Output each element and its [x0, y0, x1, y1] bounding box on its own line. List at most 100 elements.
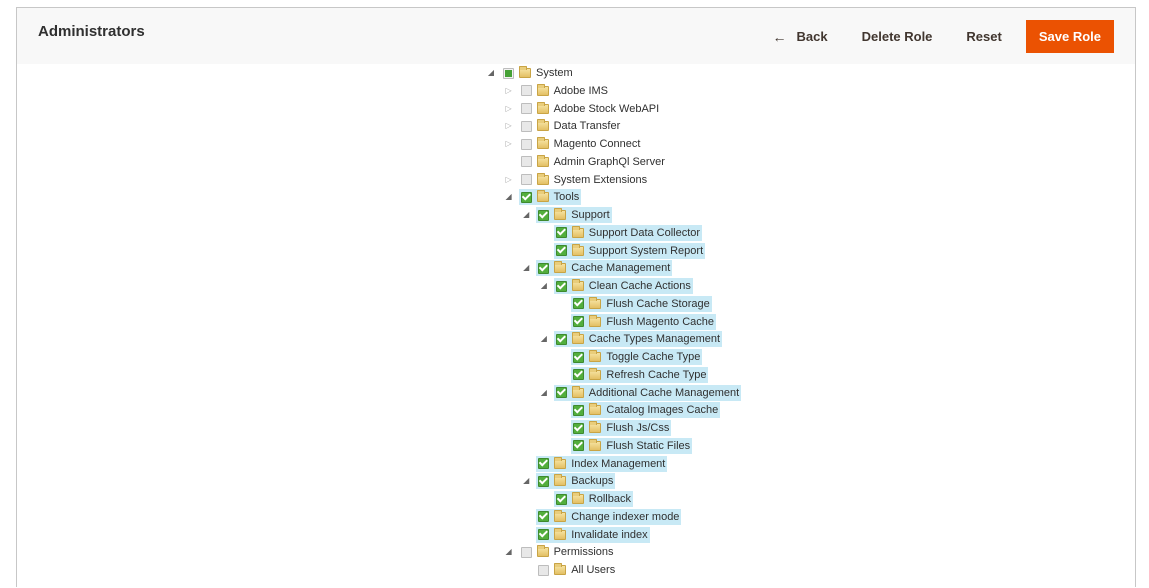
tree-node[interactable]: Flush Magento Cache [555, 313, 717, 330]
tree-checkbox[interactable] [538, 511, 550, 523]
tree-node-anchor[interactable]: System [501, 65, 575, 81]
expanded-triangle-icon[interactable]: ◢ [505, 547, 512, 557]
tree-node-anchor[interactable]: System Extensions [519, 172, 650, 188]
tree-node-anchor[interactable]: Invalidate index [536, 526, 650, 543]
tree-checkbox[interactable] [538, 458, 550, 469]
tree-node[interactable]: Support Data Collector [538, 224, 703, 241]
tree-node[interactable]: All Users [520, 562, 617, 578]
tree-node[interactable]: Flush Cache Storage [555, 295, 712, 312]
expanded-triangle-icon[interactable]: ◢ [523, 263, 530, 273]
tree-checkbox[interactable] [573, 351, 585, 363]
tree-checkbox[interactable] [573, 404, 585, 416]
expanded-triangle-icon[interactable]: ◢ [540, 281, 547, 290]
tree-node[interactable]: Invalidate index [520, 526, 650, 543]
tree-node[interactable]: ◢ Backups [520, 473, 616, 490]
tree-node-anchor[interactable]: Cache Types Management [553, 331, 723, 348]
tree-node-anchor[interactable]: Additional Cache Management [553, 384, 742, 401]
tree-node-anchor[interactable]: Support System Report [553, 242, 706, 259]
tree-checkbox[interactable] [520, 174, 532, 185]
collapsed-triangle-icon[interactable]: ▷ [505, 85, 512, 95]
tree-node-anchor[interactable]: Tools [518, 189, 582, 206]
tree-node-anchor[interactable]: Cache Management [536, 260, 673, 277]
tree-checkbox[interactable] [573, 440, 585, 452]
tree-checkbox[interactable] [520, 156, 532, 168]
tree-checkbox[interactable] [538, 262, 550, 274]
tree-node-anchor[interactable]: Flush Static Files [571, 437, 693, 454]
tree-node[interactable]: ◢ Support [520, 207, 612, 223]
expanded-triangle-icon[interactable]: ◢ [540, 387, 547, 397]
expanded-triangle-icon[interactable]: ◢ [487, 68, 495, 77]
tree-checkbox[interactable] [520, 546, 532, 558]
tree-node[interactable]: Toggle Cache Type [555, 349, 703, 365]
tree-checkbox[interactable] [555, 387, 567, 398]
collapsed-triangle-icon[interactable]: ▷ [505, 103, 512, 113]
tree-checkbox[interactable] [538, 564, 550, 576]
tree-checkbox[interactable] [555, 333, 567, 345]
tree-node[interactable]: ◢ Cache Types Management [538, 331, 723, 348]
tree-checkbox[interactable] [520, 103, 532, 114]
tree-node-anchor[interactable]: Index Management [536, 455, 668, 472]
tree-node-anchor[interactable]: All Users [536, 562, 617, 578]
tree-checkbox[interactable] [573, 369, 585, 381]
tree-node[interactable]: Refresh Cache Type [555, 366, 709, 383]
tree-node-anchor[interactable]: Support [536, 207, 612, 223]
tree-node-anchor[interactable]: Refresh Cache Type [571, 366, 709, 383]
tree-node-anchor[interactable]: Flush Cache Storage [571, 295, 712, 312]
collapsed-triangle-icon[interactable]: ▷ [505, 121, 512, 131]
tree-checkbox[interactable] [538, 475, 550, 487]
tree-node-anchor[interactable]: Rollback [553, 491, 633, 507]
expanded-triangle-icon[interactable]: ◢ [540, 334, 547, 344]
save-role-button[interactable]: Save Role [1025, 20, 1114, 53]
tree-node-anchor[interactable]: Support Data Collector [553, 224, 703, 241]
tree-checkbox[interactable] [520, 191, 532, 203]
tree-node[interactable]: ◢ Cache Management [520, 260, 673, 277]
tree-node-anchor[interactable]: Toggle Cache Type [571, 349, 703, 365]
tree-checkbox[interactable] [520, 85, 532, 97]
tree-node-anchor[interactable]: Flush Magento Cache [571, 313, 717, 330]
delete-role-button[interactable]: Delete Role [862, 20, 933, 53]
collapsed-triangle-icon[interactable]: ▷ [505, 139, 512, 148]
tree-node[interactable]: ▷ Magento Connect [503, 136, 643, 152]
tree-node[interactable]: Support System Report [538, 242, 706, 259]
reset-button[interactable]: Reset [966, 20, 1001, 53]
tree-checkbox[interactable] [555, 280, 567, 292]
tree-node-anchor[interactable]: Admin GraphQl Server [519, 154, 667, 170]
tree-node[interactable]: ◢Tools [503, 189, 582, 206]
tree-node[interactable]: Admin GraphQl Server [503, 154, 667, 170]
expanded-triangle-icon[interactable]: ◢ [523, 476, 530, 486]
tree-node-anchor[interactable]: Flush Js/Css [571, 420, 672, 436]
tree-node[interactable]: ▷ System Extensions [503, 172, 650, 188]
tree-node[interactable]: ◢ Clean Cache Actions [538, 278, 693, 294]
tree-checkbox[interactable] [555, 227, 567, 239]
tree-checkbox[interactable] [573, 422, 585, 434]
tree-checkbox[interactable] [538, 529, 550, 540]
tree-checkbox[interactable] [538, 209, 550, 221]
tree-checkbox[interactable] [573, 316, 585, 327]
tree-node[interactable]: ▷ Adobe IMS [503, 83, 610, 99]
tree-node-anchor[interactable]: Catalog Images Cache [571, 402, 721, 419]
tree-node-anchor[interactable]: Backups [536, 473, 616, 490]
tree-node-anchor[interactable]: Change indexer mode [536, 508, 682, 525]
tree-node[interactable]: Change indexer mode [520, 508, 682, 525]
tree-node-anchor[interactable]: Clean Cache Actions [553, 278, 693, 294]
back-button[interactable]: ← Back [773, 20, 828, 53]
tree-checkbox[interactable] [520, 138, 532, 150]
tree-node[interactable]: ▷ Data Transfer [503, 118, 623, 134]
tree-node[interactable]: ◢Permissions [503, 544, 616, 560]
tree-node[interactable]: Flush Static Files [555, 437, 693, 454]
tree-node-anchor[interactable]: Adobe Stock WebAPI [519, 101, 662, 117]
tree-node-anchor[interactable]: Magento Connect [519, 136, 643, 152]
tree-node-anchor[interactable]: Data Transfer [519, 118, 623, 134]
tree-node[interactable]: Catalog Images Cache [555, 402, 721, 419]
tree-checkbox[interactable] [503, 67, 514, 79]
tree-node[interactable]: ◢ System [485, 65, 575, 81]
tree-node-anchor[interactable]: Adobe IMS [519, 83, 610, 99]
tree-checkbox[interactable] [555, 245, 567, 256]
tree-checkbox[interactable] [573, 298, 585, 310]
tree-node[interactable]: ▷ Adobe Stock WebAPI [503, 101, 662, 117]
tree-checkbox[interactable] [555, 493, 567, 505]
tree-node[interactable]: ◢ Additional Cache Management [538, 384, 742, 401]
expanded-triangle-icon[interactable]: ◢ [523, 210, 530, 219]
tree-checkbox[interactable] [520, 120, 532, 132]
collapsed-triangle-icon[interactable]: ▷ [505, 174, 512, 184]
